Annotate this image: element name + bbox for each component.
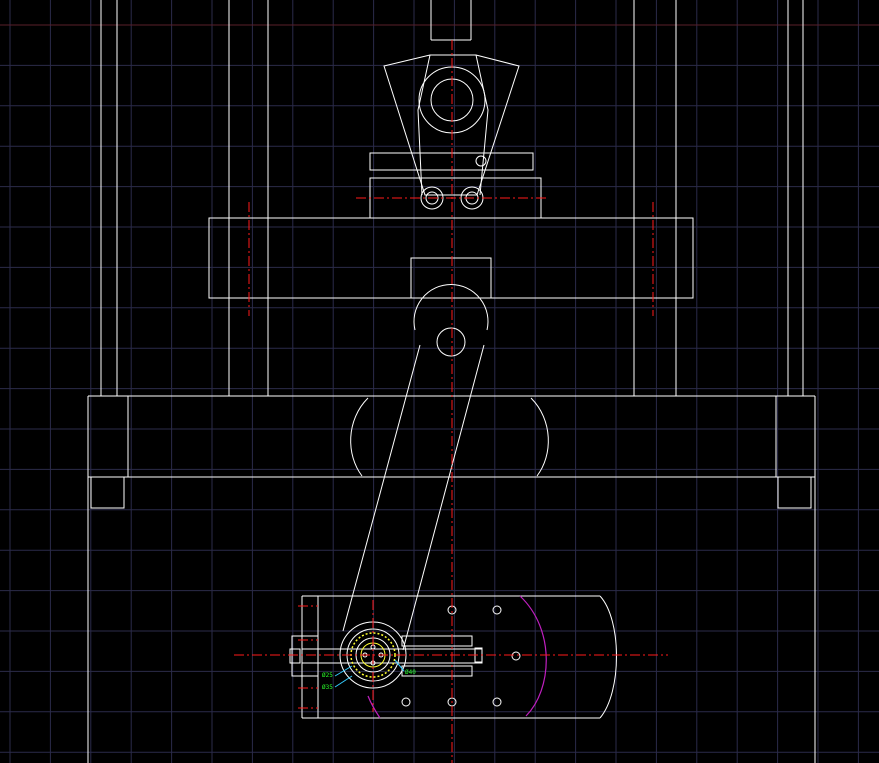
dimension-annotations: Ø25 Ø35 Ø40 [322,659,416,691]
frame-rails [100,0,804,396]
swing-arc-lower [367,695,381,719]
dimension-label-left-1: Ø25 [322,672,333,679]
upper-shaft [430,0,472,41]
slider-housing [289,595,617,719]
swing-arc [519,595,547,717]
dimension-label-right: Ø40 [405,669,416,676]
connecting-arm [342,284,489,651]
centerlines [234,40,668,763]
upper-block [208,152,694,299]
dimension-label-left-2: Ø35 [322,684,333,691]
